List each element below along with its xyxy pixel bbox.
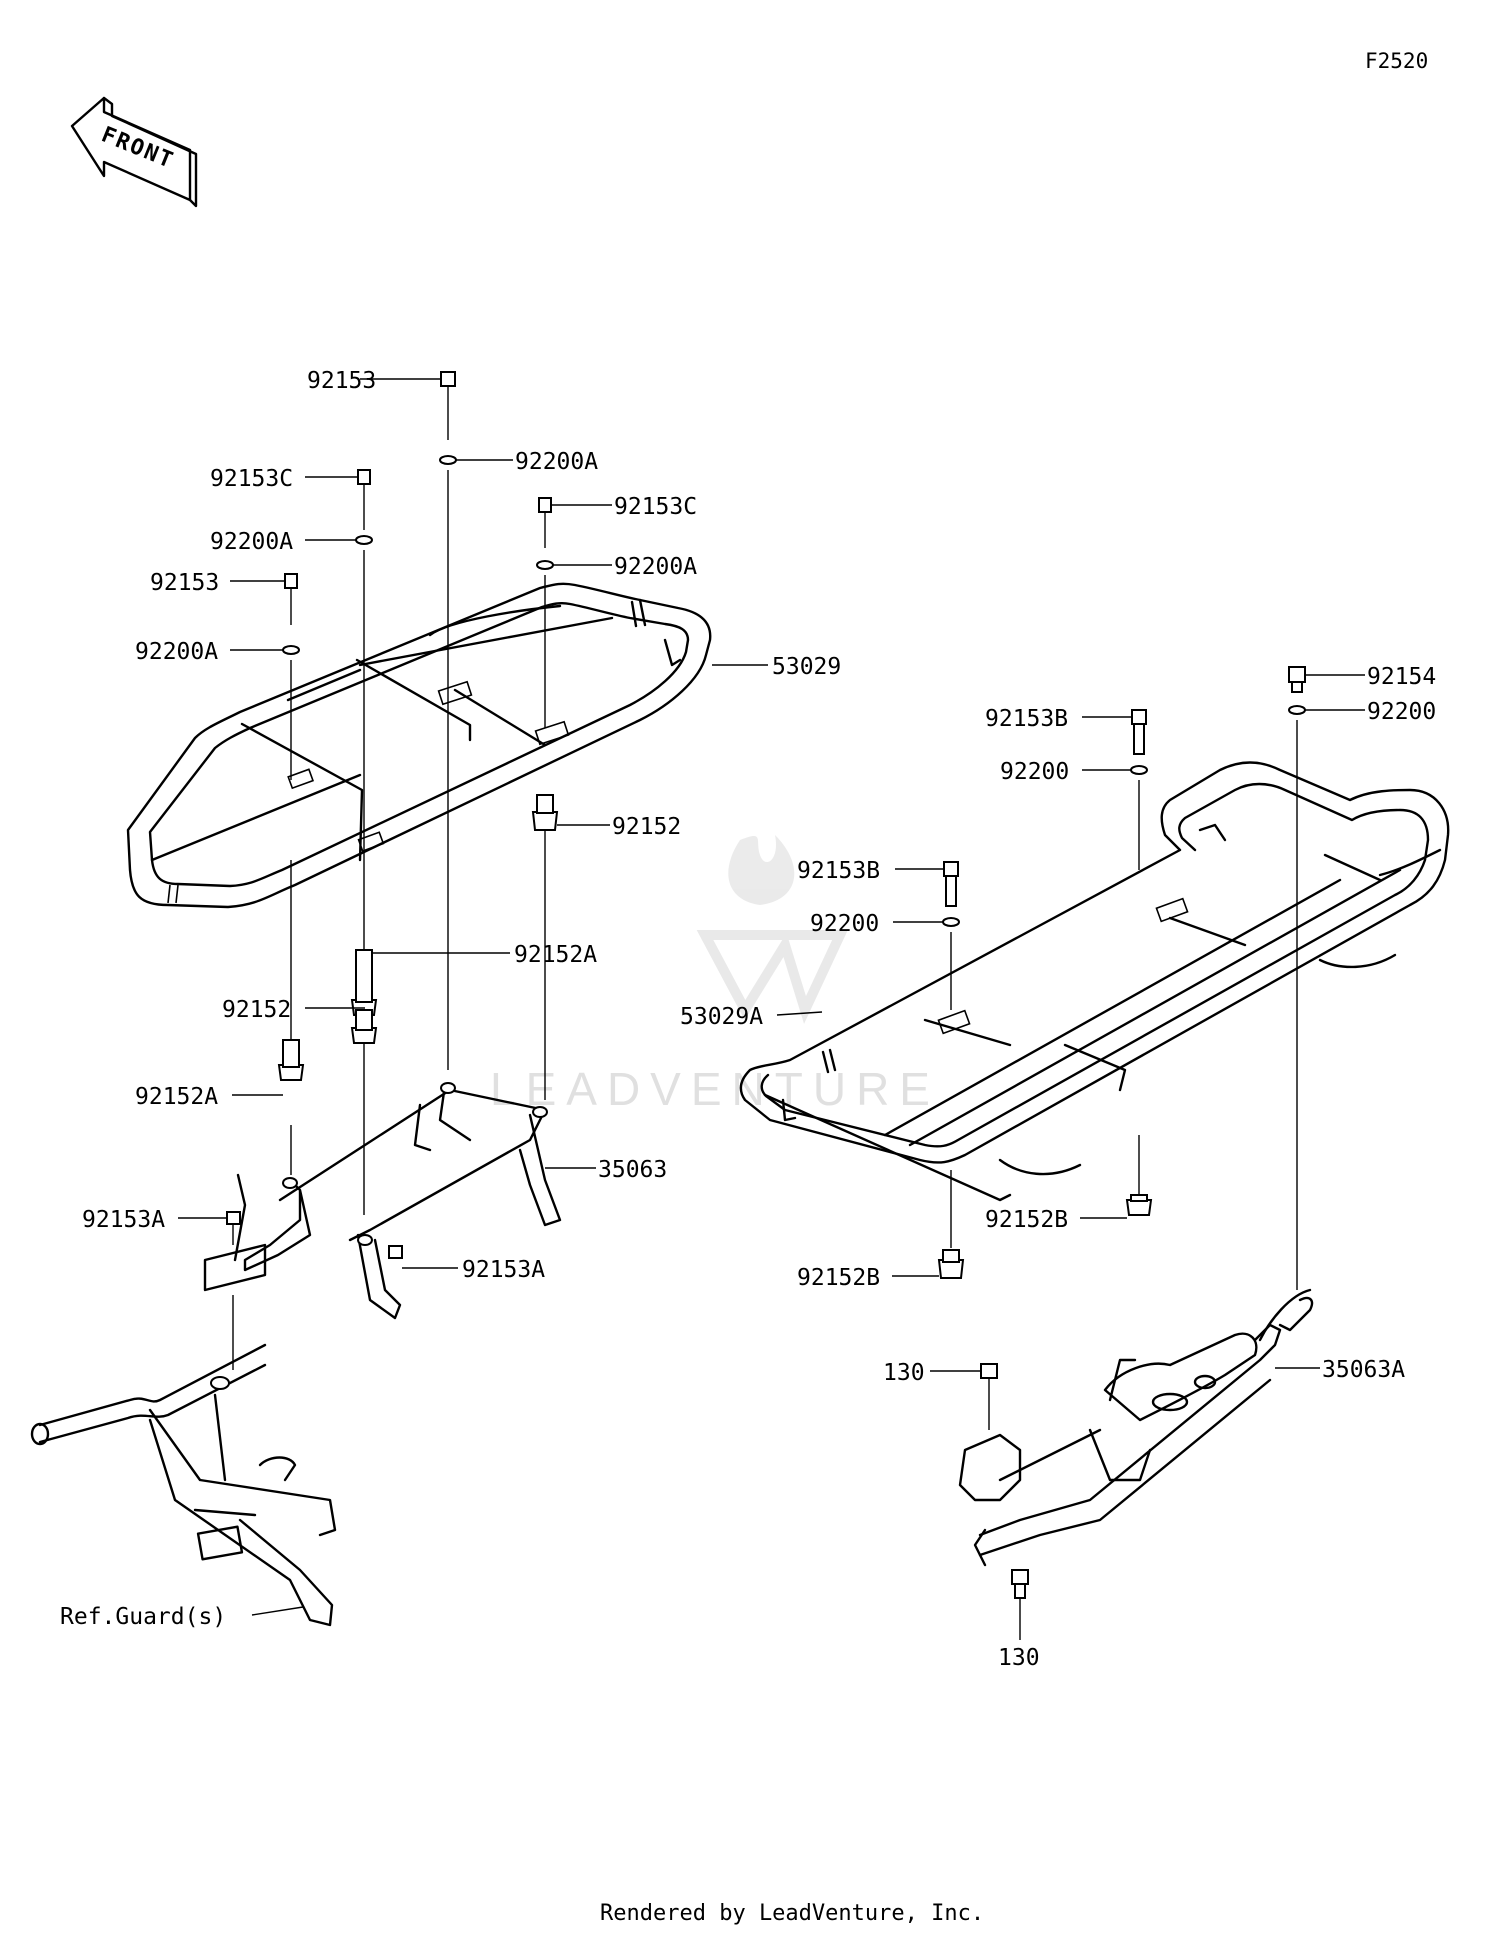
- label-92200A-3: 92200A: [614, 554, 697, 580]
- callout-92152B-2: 92152B: [797, 1265, 939, 1291]
- label-92153-mid: 92153: [150, 570, 219, 596]
- callout-ref-guard: Ref.Guard(s): [60, 1604, 304, 1630]
- label-92154: 92154: [1367, 664, 1436, 690]
- label-92153A-left: 92153A: [82, 1207, 165, 1233]
- callout-92152A-mid: 92152A: [372, 942, 597, 968]
- callout-35063: 35063: [545, 1157, 667, 1183]
- label-92153C-right: 92153C: [614, 494, 697, 520]
- front-carrier-53029: [126, 582, 712, 909]
- hardware-right: [937, 666, 1306, 1640]
- callout-92200-3: 92200: [810, 911, 943, 937]
- callout-92200A-1: 92200A: [456, 449, 598, 475]
- callout-92153A-right: 92153A: [402, 1257, 545, 1283]
- callout-130-2: 130: [998, 1645, 1040, 1671]
- label-92200-3: 92200: [810, 911, 879, 937]
- bracket-35063: [203, 1082, 562, 1320]
- label-53029: 53029: [772, 654, 841, 680]
- callout-92153B-2: 92153B: [797, 858, 944, 884]
- diagram-code: F2520: [1365, 49, 1428, 73]
- callout-92154: 92154: [1305, 664, 1436, 690]
- callout-92152-left: 92152: [222, 997, 365, 1023]
- label-92152A-left: 92152A: [135, 1084, 218, 1110]
- label-92200A-1: 92200A: [515, 449, 598, 475]
- callout-92153-mid: 92153: [150, 570, 285, 596]
- label-35063A: 35063A: [1322, 1357, 1405, 1383]
- callout-92153A-left: 92153A: [82, 1207, 227, 1233]
- callout-92200-1: 92200: [1305, 699, 1436, 725]
- callout-92200A-4: 92200A: [135, 639, 283, 665]
- label-92153B-2: 92153B: [797, 858, 880, 884]
- callout-92200A-3: 92200A: [553, 554, 697, 580]
- label-92153C-left: 92153C: [210, 466, 293, 492]
- label-92200-1: 92200: [1367, 699, 1436, 725]
- bracket-35063A: [958, 1288, 1314, 1567]
- label-92152A-mid: 92152A: [514, 942, 597, 968]
- leadventure-watermark: LEADVENTURE: [490, 835, 940, 1115]
- label-130-2: 130: [998, 1645, 1040, 1671]
- label-92152B-2: 92152B: [797, 1265, 880, 1291]
- callout-53029A: 53029A: [680, 1004, 823, 1030]
- label-92200-2: 92200: [1000, 759, 1069, 785]
- footer-credit: Rendered by LeadVenture, Inc.: [600, 1901, 984, 1926]
- label-92152B-1: 92152B: [985, 1207, 1068, 1233]
- callout-92200-2: 92200: [1000, 759, 1131, 785]
- label-53029A: 53029A: [680, 1004, 763, 1030]
- callout-92153B-1: 92153B: [985, 706, 1132, 732]
- label-35063: 35063: [598, 1157, 667, 1183]
- label-92152-left: 92152: [222, 997, 291, 1023]
- label-92153B-1: 92153B: [985, 706, 1068, 732]
- label-92152-right: 92152: [612, 814, 681, 840]
- front-arrow-icon: FRONT: [70, 96, 198, 208]
- label-92153A-right: 92153A: [462, 1257, 545, 1283]
- callout-92152-right: 92152: [557, 814, 681, 840]
- rear-carrier-53029A: [739, 761, 1450, 1202]
- watermark-text: LEADVENTURE: [490, 1063, 940, 1115]
- front-label: FRONT: [98, 122, 178, 174]
- callout-92152B-1: 92152B: [985, 1207, 1127, 1233]
- callout-130-1: 130: [883, 1360, 981, 1386]
- guard-reference: [30, 1343, 337, 1627]
- callout-92153-top: 92153: [307, 368, 440, 394]
- label-92200A-4: 92200A: [135, 639, 218, 665]
- callout-35063A: 35063A: [1275, 1357, 1405, 1383]
- callout-92152A-left: 92152A: [135, 1084, 283, 1110]
- callout-92200A-2: 92200A: [210, 529, 356, 555]
- label-92200A-2: 92200A: [210, 529, 293, 555]
- label-ref-guard: Ref.Guard(s): [60, 1604, 226, 1630]
- label-130-1: 130: [883, 1360, 925, 1386]
- callout-53029: 53029: [712, 654, 841, 680]
- callout-92153C-right: 92153C: [551, 494, 697, 520]
- callout-92153C-left: 92153C: [210, 466, 358, 492]
- label-92153-top: 92153: [307, 368, 376, 394]
